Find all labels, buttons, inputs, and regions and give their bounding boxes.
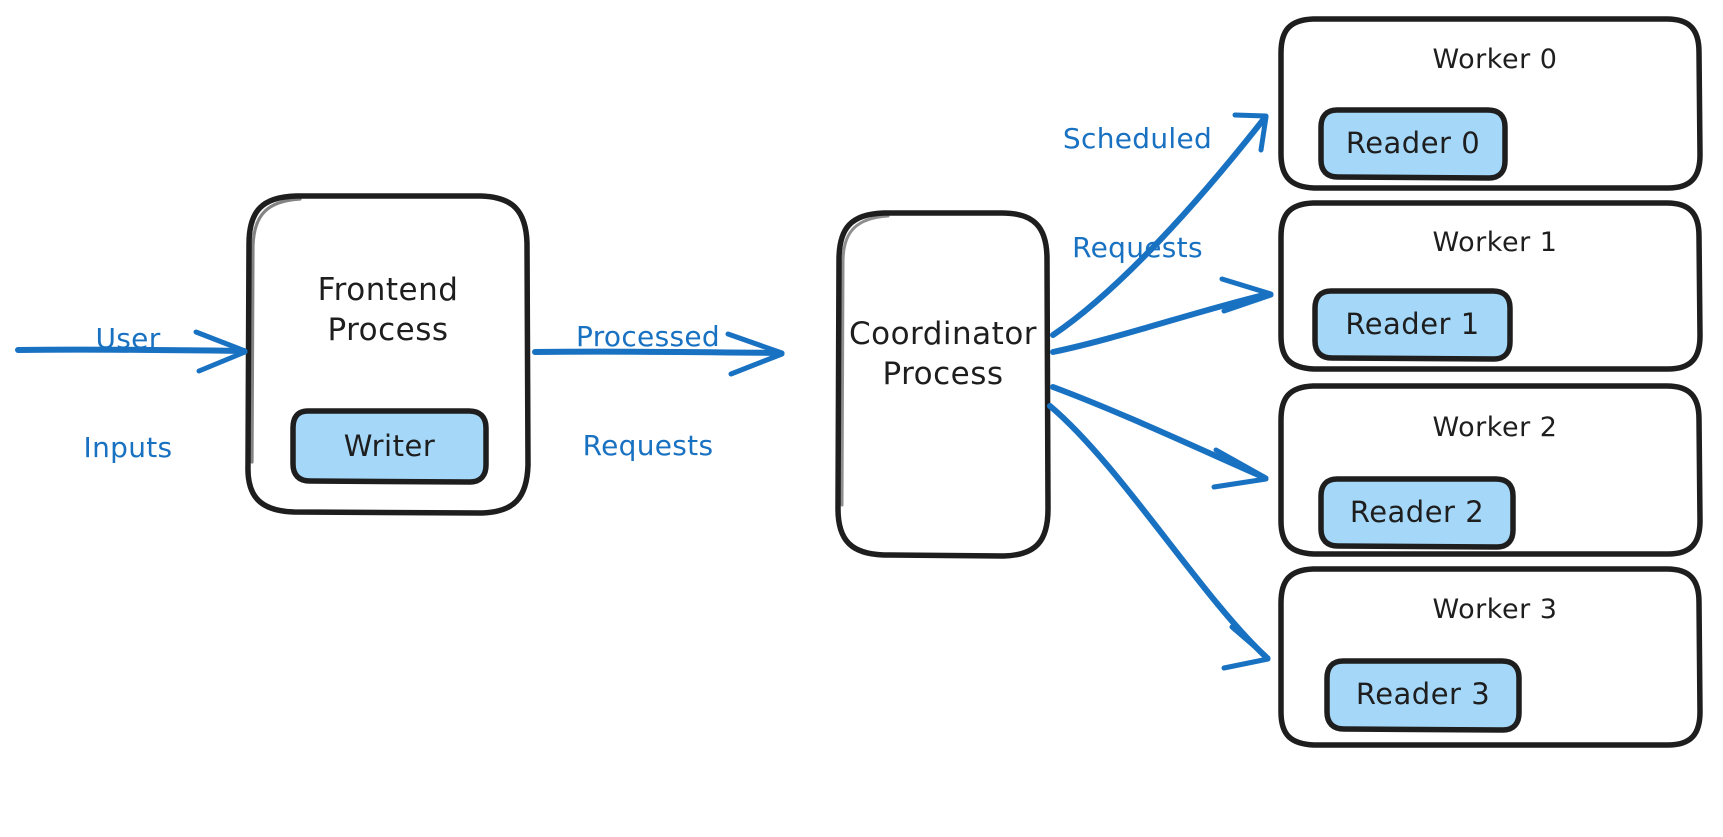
coordinator-process-box-shape: [835, 210, 1051, 559]
coordinator-process-node[interactable]: [838, 212, 1048, 556]
arrow-coordinator-to-worker-3: [1047, 403, 1271, 671]
writer-node[interactable]: [293, 411, 486, 482]
arrow-coordinator-to-worker-0: [1050, 112, 1269, 338]
reader-0-node[interactable]: [1321, 110, 1505, 178]
reader-0-box-shape: [1318, 107, 1508, 181]
writer-box-shape: [290, 408, 489, 485]
reader-2-node[interactable]: [1321, 479, 1513, 547]
reader-1-box-shape: [1312, 288, 1513, 362]
arrow-processed-requests: [532, 331, 785, 377]
arrow-coordinator-to-worker-1: [1050, 276, 1274, 355]
reader-3-box-shape: [1324, 658, 1522, 733]
reader-2-box-shape: [1318, 476, 1516, 550]
arrow-user-inputs: [15, 329, 248, 374]
reader-1-node[interactable]: [1315, 291, 1510, 359]
reader-3-node[interactable]: [1327, 661, 1519, 729]
arrow-coordinator-to-worker-2: [1050, 384, 1269, 490]
